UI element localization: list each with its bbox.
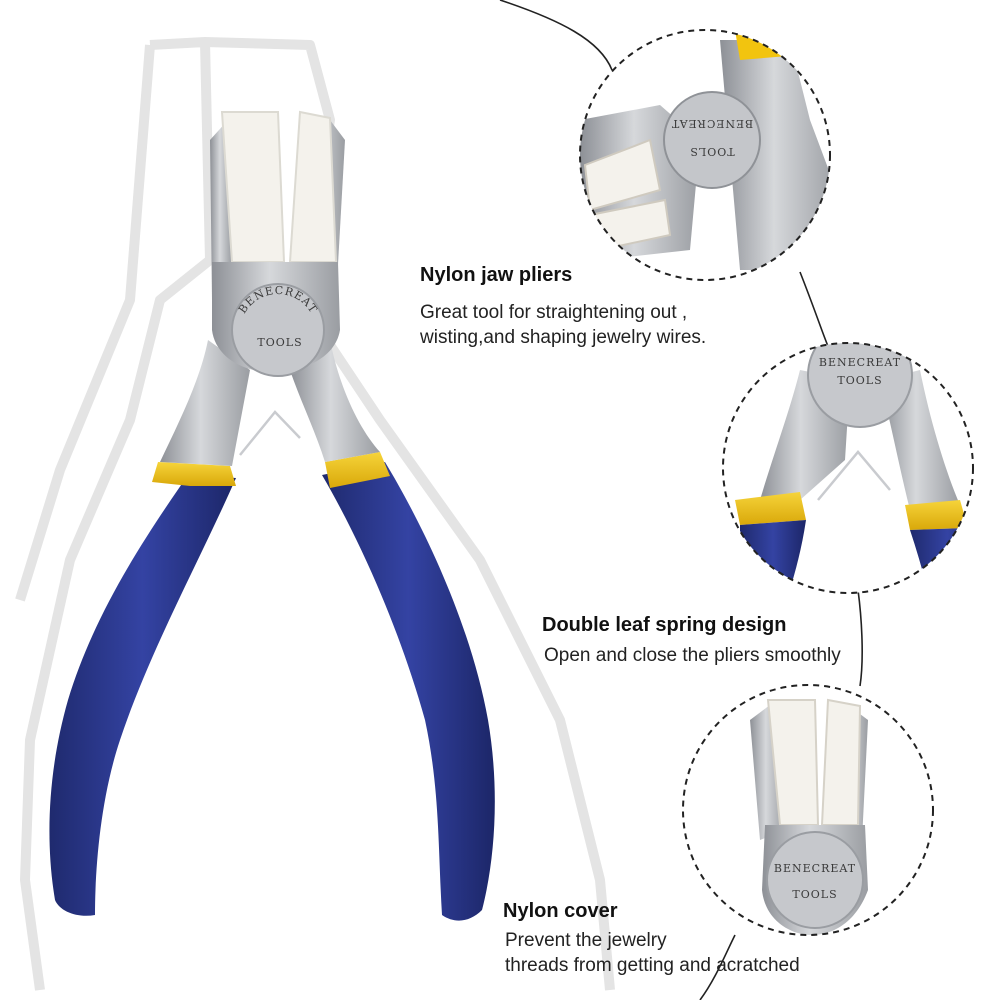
right-collar	[325, 452, 390, 488]
feature-desc-line: Prevent the jewelry	[505, 930, 667, 951]
svg-text:BENECREAT: BENECREAT	[774, 862, 856, 875]
detail-circle-nylon-cover: BENECREAT TOOLS	[682, 684, 934, 936]
detail-circle-spring: BENECREAT TOOLS	[722, 342, 974, 594]
main-pliers: BENECREAT TOOLS	[49, 110, 495, 921]
svg-text:TOOLS: TOOLS	[689, 145, 734, 158]
pivot-disc	[231, 283, 325, 377]
svg-text:TOOLS: TOOLS	[837, 374, 882, 387]
svg-text:TOOLS: TOOLS	[792, 888, 837, 901]
feature-desc-leaf-spring: Open and close the pliers smoothly	[544, 643, 841, 668]
feature-desc-line: wisting,and shaping jewelry wires.	[420, 327, 707, 348]
detail-circle-jaw-head: TOOLS BENECREAT	[579, 29, 831, 281]
left-handle	[49, 475, 237, 916]
background-outline	[15, 37, 615, 991]
left-nylon-pad	[220, 111, 286, 263]
feature-title-leaf-spring: Double leaf spring design	[542, 614, 787, 636]
svg-text:BENECREAT: BENECREAT	[819, 356, 901, 369]
connector-lines	[499, 0, 863, 1000]
feature-title-nylon-jaw: Nylon jaw pliers	[420, 264, 573, 286]
logo-bottom-text: TOOLS	[257, 336, 302, 349]
feature-desc-line: Great tool for straightening out ,	[420, 302, 688, 323]
left-arm	[160, 340, 250, 466]
right-handle	[322, 462, 495, 921]
svg-text:BENECREAT: BENECREAT	[671, 117, 753, 130]
right-arm	[290, 340, 380, 462]
spring-wire	[239, 410, 301, 456]
feature-desc-line: Open and close the pliers smoothly	[544, 645, 841, 666]
feature-title-nylon-cover: Nylon cover	[503, 900, 618, 922]
right-nylon-pad	[288, 110, 338, 263]
feature-desc-line: threads from getting and acratched	[505, 955, 800, 976]
feature-desc-nylon-jaw: Great tool for straightening out , wisti…	[420, 300, 706, 350]
feature-desc-nylon-cover: Prevent the jewelry threads from getting…	[505, 928, 800, 978]
left-collar	[152, 462, 236, 486]
